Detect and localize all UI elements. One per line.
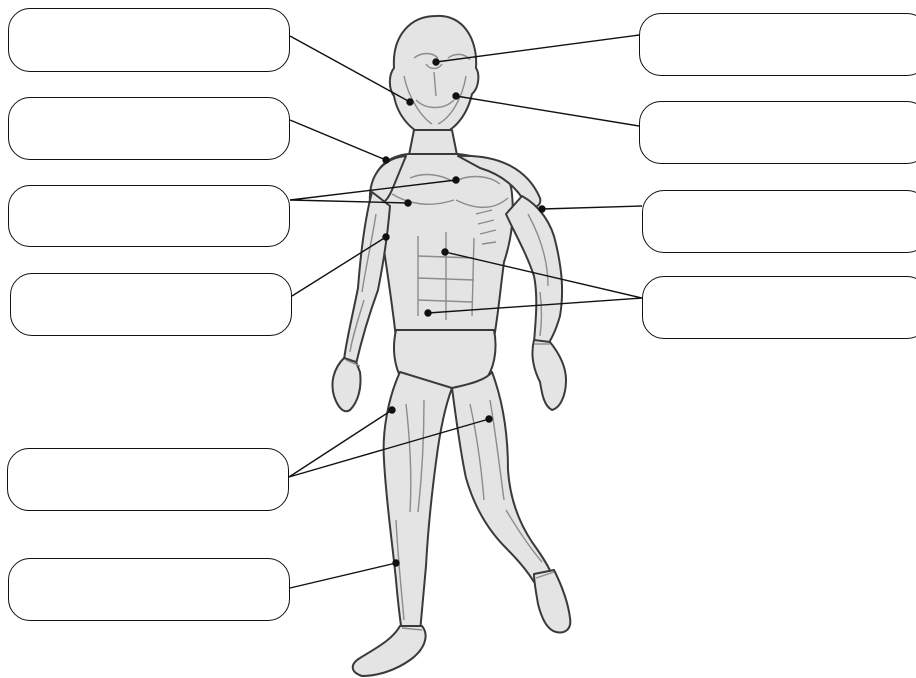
leader-dot: [405, 200, 411, 206]
right-leg: [452, 372, 552, 582]
label-box-left-4[interactable]: [10, 273, 292, 336]
label-box-right-2[interactable]: [639, 101, 916, 164]
leader-line-l5a: [289, 410, 392, 477]
label-box-right-3[interactable]: [642, 190, 916, 253]
label-box-left-5[interactable]: [7, 448, 289, 511]
leader-dot: [389, 407, 395, 413]
human-body-figure: [332, 16, 570, 676]
leader-dot: [393, 560, 399, 566]
left-hand: [332, 358, 360, 411]
left-foot: [353, 626, 426, 676]
leader-dot: [453, 177, 459, 183]
right-arm: [506, 196, 562, 344]
leader-line-r3: [542, 206, 642, 209]
label-box-right-1[interactable]: [639, 13, 916, 76]
leader-line-l6: [290, 563, 396, 588]
label-box-left-3[interactable]: [8, 185, 290, 247]
leader-line-l2: [290, 120, 386, 160]
leader-dot: [383, 234, 389, 240]
leader-dot: [383, 157, 389, 163]
leader-line-l1: [290, 36, 410, 102]
leader-dot: [486, 416, 492, 422]
leader-dot: [425, 310, 431, 316]
right-foot: [534, 570, 570, 632]
right-hand: [532, 340, 566, 410]
label-box-right-4[interactable]: [642, 276, 916, 339]
leader-dot: [539, 206, 545, 212]
left-arm: [344, 192, 390, 364]
label-box-left-6[interactable]: [8, 558, 290, 621]
label-box-left-2[interactable]: [8, 97, 290, 160]
leader-dot: [453, 93, 459, 99]
leader-dot: [442, 249, 448, 255]
label-box-left-1[interactable]: [8, 8, 290, 72]
leader-dot: [433, 59, 439, 65]
leader-line-r2: [456, 96, 639, 126]
leader-dot: [407, 99, 413, 105]
